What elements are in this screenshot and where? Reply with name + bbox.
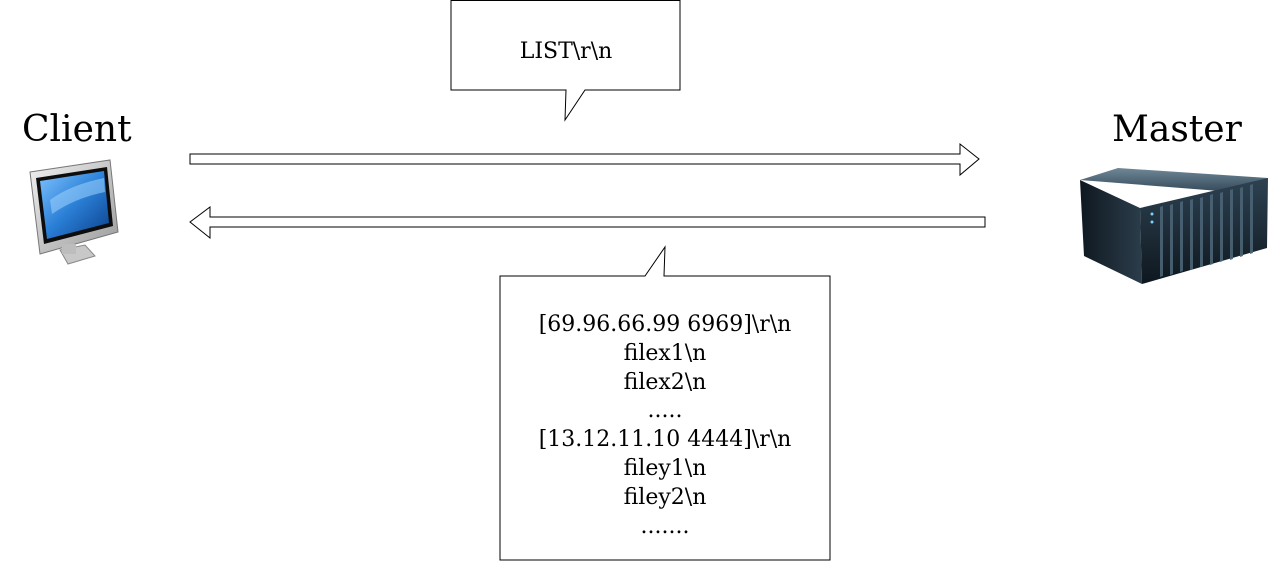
request-callout <box>450 0 681 122</box>
response-line: filex2\n <box>623 369 707 395</box>
response-line: filex1\n <box>623 340 707 366</box>
response-line: filey2\n <box>623 484 707 510</box>
response-line: [13.12.11.10 4444]\r\n <box>538 427 792 453</box>
response-line: filey1\n <box>623 455 707 481</box>
client-label: Client <box>22 109 132 150</box>
master-label: Master <box>1112 109 1242 150</box>
response-line: ....... <box>640 513 690 539</box>
desktop-computer-icon <box>29 159 119 265</box>
request-message: LIST\r\n <box>519 39 613 64</box>
response-callout <box>499 245 831 561</box>
response-arrow <box>189 206 986 240</box>
response-line: ..... <box>647 398 683 424</box>
request-arrow <box>189 142 980 177</box>
response-line: [69.96.66.99 6969]\r\n <box>538 312 792 337</box>
response-message: [69.96.66.99 6969]\r\n filex1\n filex2\n… <box>500 311 830 541</box>
rack-server-icon <box>1080 168 1268 284</box>
